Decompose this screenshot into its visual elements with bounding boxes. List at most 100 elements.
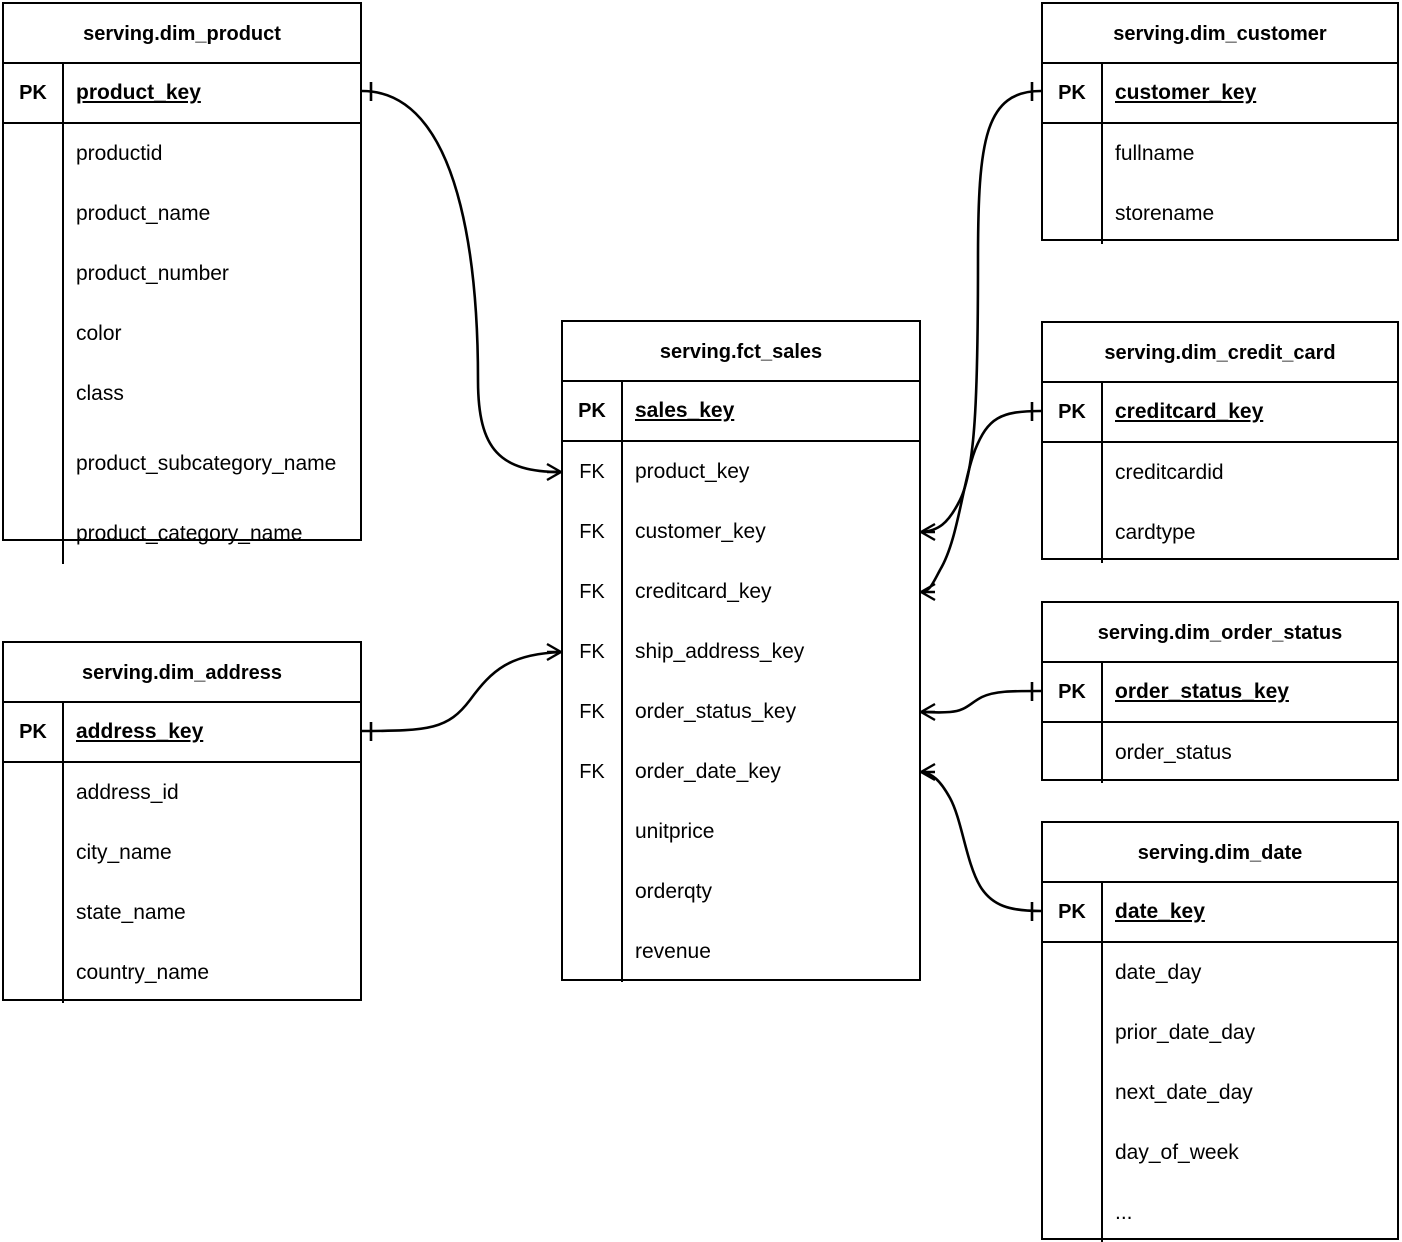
entity-dim-address[interactable]: serving.dim_address PK address_key addre… [2, 641, 362, 1003]
key-label [4, 504, 64, 564]
field-list-dim-date: date_day prior_date_day next_date_day da… [1043, 943, 1397, 1242]
field-list-dim-customer: fullname storename [1043, 124, 1397, 244]
field-row[interactable]: class [4, 364, 360, 424]
pk-label: PK [1043, 383, 1103, 441]
field-row[interactable]: FK creditcard_key [563, 562, 919, 622]
field-row[interactable]: storename [1043, 184, 1397, 244]
key-label [4, 184, 64, 244]
field-name: ... [1115, 1201, 1133, 1224]
key-label: FK [563, 442, 623, 502]
pk-label: PK [1043, 663, 1103, 721]
relationship-orderstatus-sales [920, 682, 1042, 722]
field-row[interactable]: FK order_date_key [563, 742, 919, 802]
key-label [4, 943, 64, 1003]
key-label [563, 922, 623, 982]
pk-row-dim-credit-card[interactable]: PK creditcard_key [1043, 383, 1397, 443]
field-name: product_subcategory_name [76, 452, 337, 476]
key-label [1043, 1063, 1103, 1123]
field-row[interactable]: revenue [563, 922, 919, 982]
key-label [4, 424, 64, 504]
field-list-dim-product: productid product_name product_number co… [4, 124, 360, 564]
key-label [1043, 1123, 1103, 1183]
field-name: next_date_day [1115, 1081, 1253, 1104]
entity-dim-credit-card[interactable]: serving.dim_credit_card PK creditcard_ke… [1041, 321, 1399, 563]
field-name: unitprice [635, 820, 715, 843]
field-row[interactable]: prior_date_day [1043, 1003, 1397, 1063]
field-row[interactable]: country_name [4, 943, 360, 1003]
entity-dim-customer[interactable]: serving.dim_customer PK customer_key ful… [1041, 2, 1399, 244]
pk-row-dim-order-status[interactable]: PK order_status_key [1043, 663, 1397, 723]
field-row[interactable]: ... [1043, 1183, 1397, 1242]
field-row[interactable]: productid [4, 124, 360, 184]
crowsfoot-product [546, 462, 562, 482]
pk-row-dim-address[interactable]: PK address_key [4, 703, 360, 763]
key-label [4, 304, 64, 364]
field-row[interactable]: cardtype [1043, 503, 1397, 563]
field-name: fullname [1115, 142, 1195, 165]
pk-field-name: sales_key [635, 399, 735, 422]
key-label [4, 364, 64, 424]
field-row[interactable]: product_subcategory_name [4, 424, 360, 504]
crowsfoot-orderstatus [920, 702, 936, 722]
field-row[interactable]: fullname [1043, 124, 1397, 184]
entity-title-dim-date: serving.dim_date [1043, 823, 1397, 883]
pk-row-dim-date[interactable]: PK date_key [1043, 883, 1397, 943]
field-name: storename [1115, 202, 1215, 225]
field-name: product_name [76, 202, 211, 225]
field-row[interactable]: color [4, 304, 360, 364]
field-name: cardtype [1115, 521, 1196, 544]
field-list-fct-sales: FK product_key FK customer_key FK credit… [563, 442, 919, 982]
entity-dim-order-status[interactable]: serving.dim_order_status PK order_status… [1041, 601, 1399, 783]
field-row[interactable]: date_day [1043, 943, 1397, 1003]
field-row[interactable]: product_number [4, 244, 360, 304]
crowsfoot-customer [920, 522, 936, 542]
key-label [1043, 943, 1103, 1003]
field-row[interactable]: state_name [4, 883, 360, 943]
field-row[interactable]: order_status [1043, 723, 1397, 783]
field-name: orderqty [635, 880, 713, 903]
field-row[interactable]: FK ship_address_key [563, 622, 919, 682]
key-label: FK [563, 562, 623, 622]
field-row[interactable]: orderqty [563, 862, 919, 922]
relationship-product-sales [361, 82, 562, 482]
pk-label: PK [1043, 883, 1103, 941]
field-name: date_day [1115, 961, 1202, 984]
field-row[interactable]: product_name [4, 184, 360, 244]
pk-label: PK [4, 703, 64, 761]
pk-label: PK [4, 64, 64, 122]
field-list-dim-credit-card: creditcardid cardtype [1043, 443, 1397, 563]
pk-row-dim-product[interactable]: PK product_key [4, 64, 360, 124]
field-row[interactable]: address_id [4, 763, 360, 823]
field-row[interactable]: product_category_name [4, 504, 360, 564]
edge-line-date-sales [920, 770, 1042, 913]
field-row[interactable]: FK order_status_key [563, 682, 919, 742]
entity-dim-product[interactable]: serving.dim_product PK product_key produ… [2, 2, 362, 564]
field-row[interactable]: city_name [4, 823, 360, 883]
field-row[interactable]: FK customer_key [563, 502, 919, 562]
field-row[interactable]: unitprice [563, 802, 919, 862]
field-name: prior_date_day [1115, 1021, 1256, 1044]
field-row[interactable]: FK product_key [563, 442, 919, 502]
entity-fct-sales[interactable]: serving.fct_sales PK sales_key FK produc… [561, 320, 921, 982]
field-row[interactable]: creditcardid [1043, 443, 1397, 503]
field-name: customer_key [635, 520, 766, 543]
pk-row-fct-sales[interactable]: PK sales_key [563, 382, 919, 442]
field-row[interactable]: day_of_week [1043, 1123, 1397, 1183]
entity-dim-date[interactable]: serving.dim_date PK date_key date_day pr… [1041, 821, 1399, 1242]
crowsfoot-date [920, 762, 936, 782]
key-label [563, 802, 623, 862]
field-name: product_category_name [76, 522, 303, 545]
field-list-dim-order-status: order_status [1043, 723, 1397, 783]
key-label [4, 883, 64, 943]
field-name: creditcard_key [635, 580, 772, 603]
field-name: country_name [76, 961, 210, 984]
field-name: state_name [76, 901, 186, 924]
pk-row-dim-customer[interactable]: PK customer_key [1043, 64, 1397, 124]
field-name: productid [76, 142, 163, 165]
key-label [4, 823, 64, 883]
pk-field-name: customer_key [1115, 81, 1257, 104]
crowsfoot-creditcard [920, 582, 936, 602]
field-name: product_key [635, 460, 750, 483]
field-row[interactable]: next_date_day [1043, 1063, 1397, 1123]
edge-line-address-sales [361, 650, 562, 733]
